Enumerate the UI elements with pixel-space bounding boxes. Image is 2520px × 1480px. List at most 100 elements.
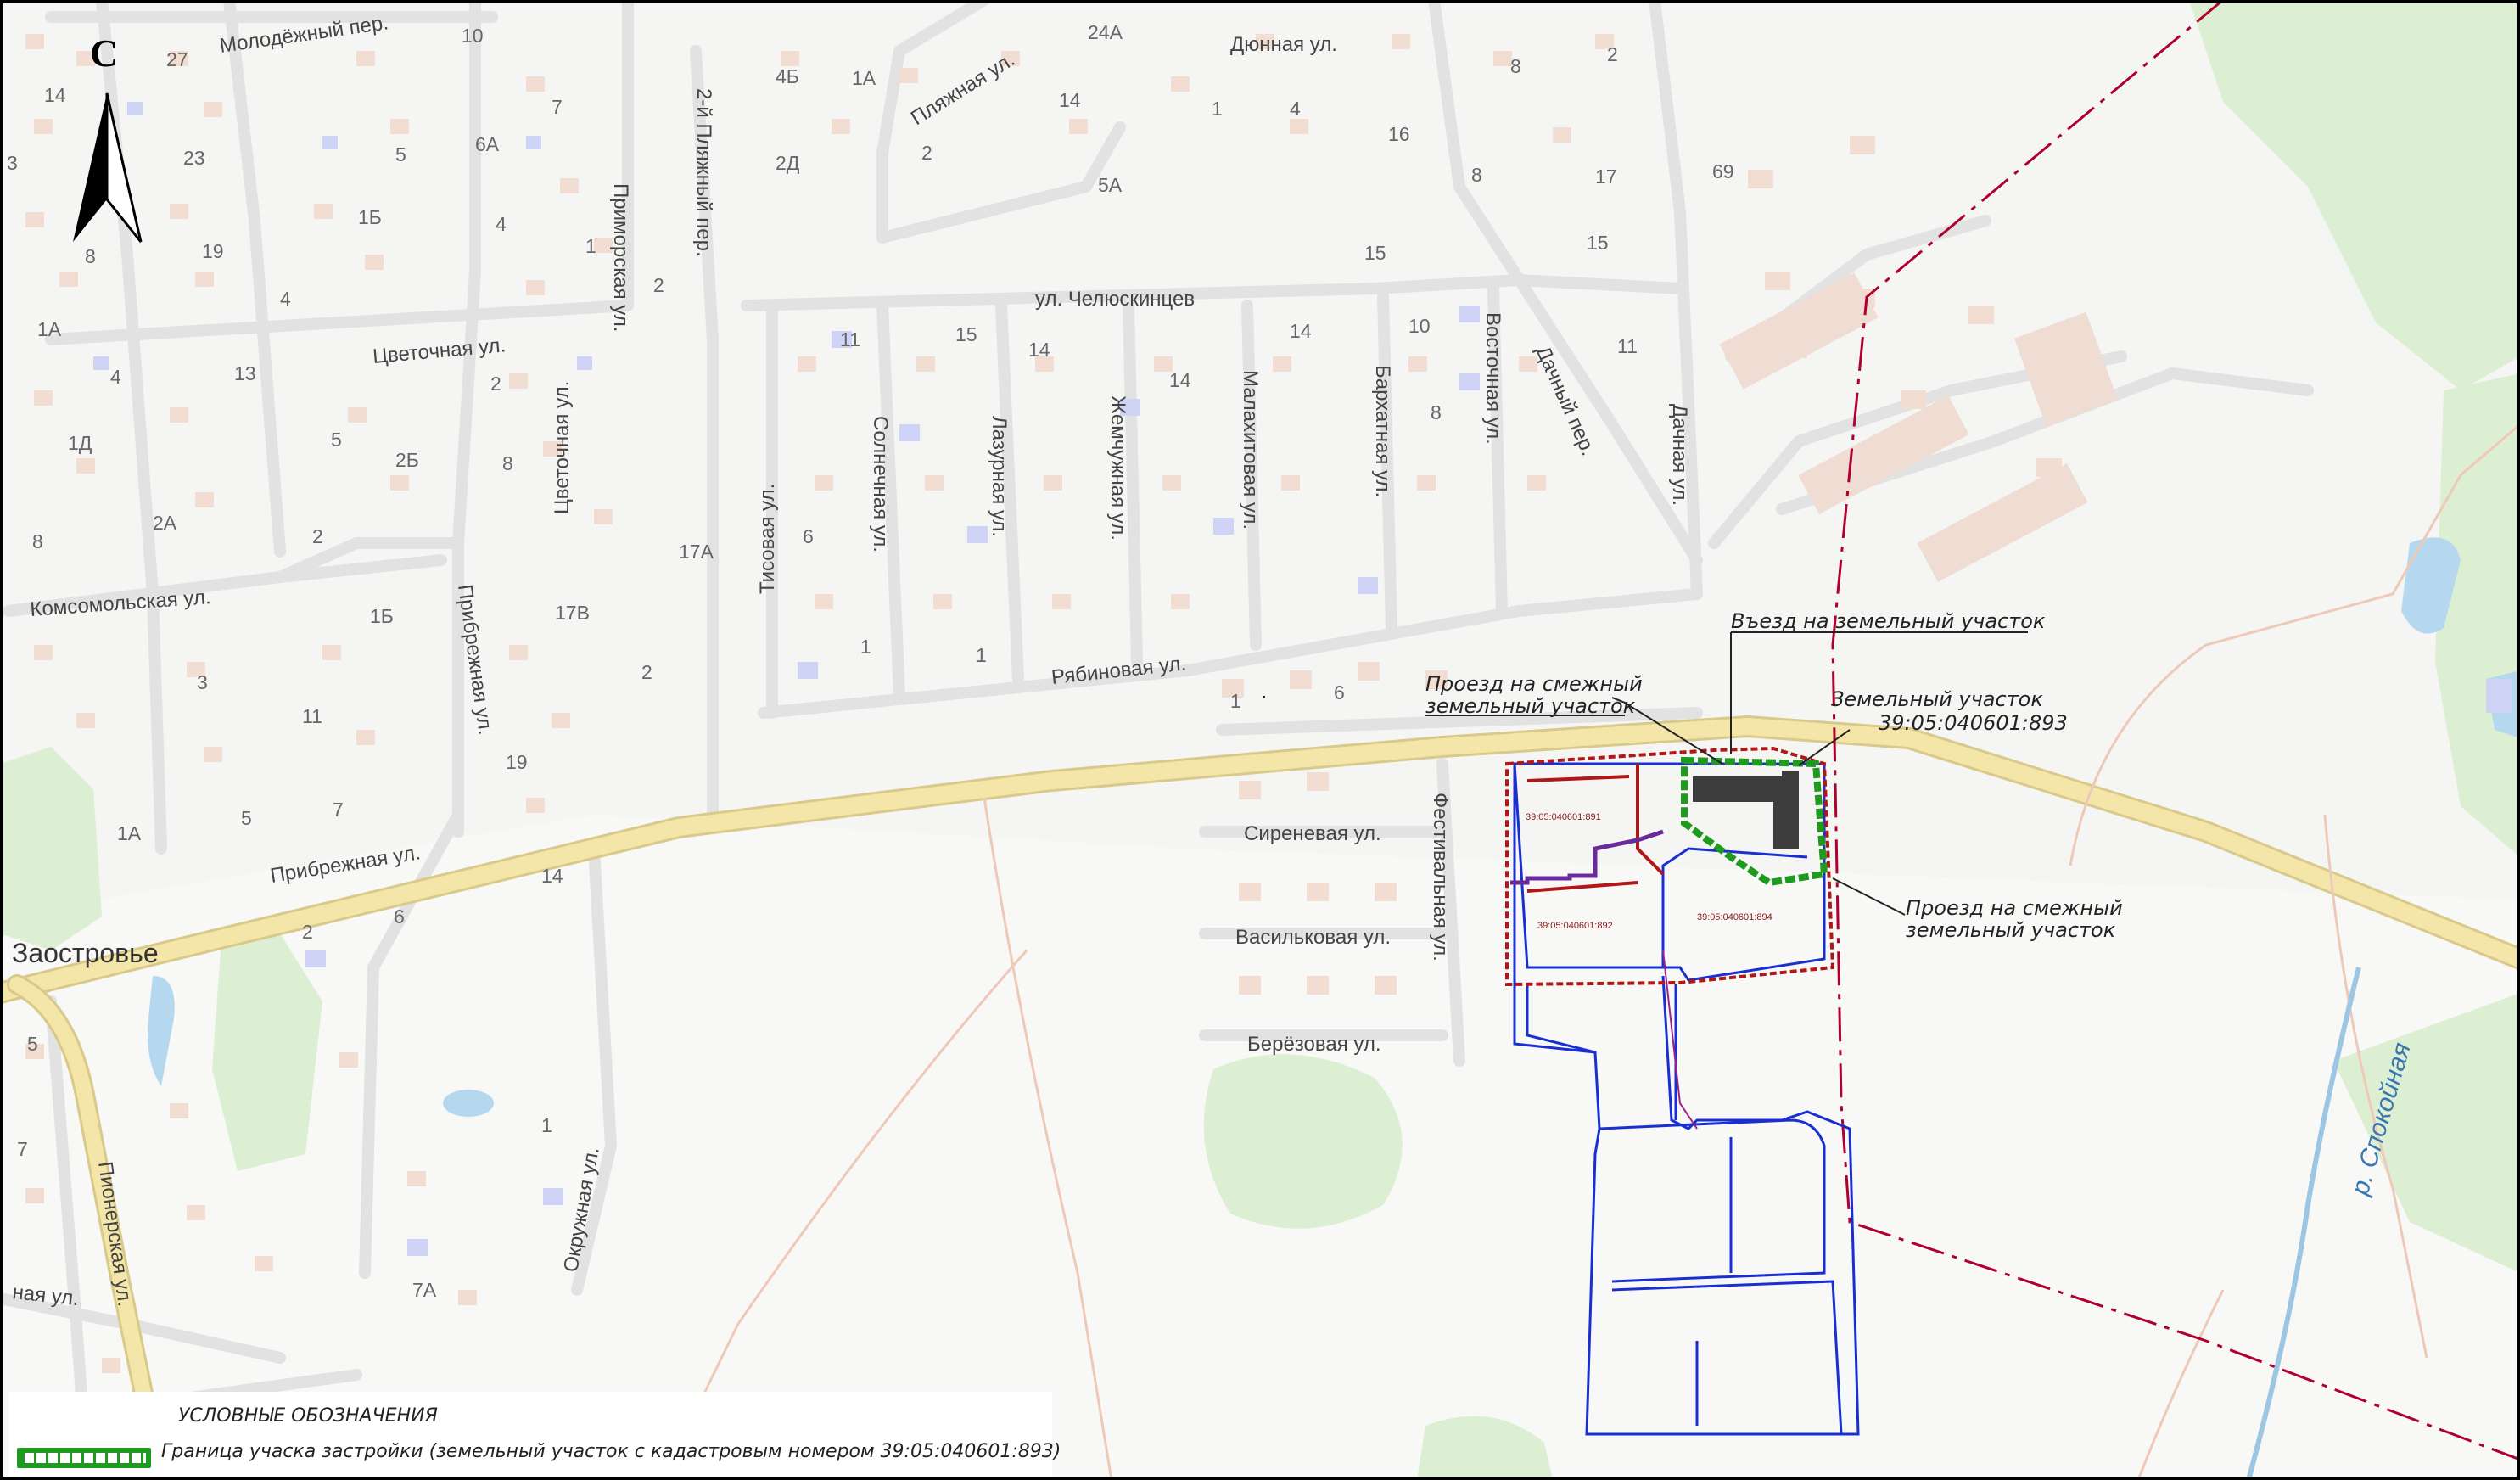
- house-number: 2Д: [776, 152, 800, 174]
- access-line: [1510, 829, 1698, 1130]
- house-number: 1: [541, 1114, 552, 1136]
- street-label: Сиреневая ул.: [1244, 822, 1381, 845]
- house-number: 14: [1290, 320, 1312, 342]
- street-label: Тисовая ул.: [756, 484, 779, 594]
- house-number: 2: [653, 274, 664, 296]
- house-number: 6: [394, 905, 405, 928]
- house-number: 1А: [852, 67, 876, 89]
- house-number: 2: [1607, 43, 1618, 65]
- house-number: 3: [197, 671, 208, 693]
- town-label: Заостровье: [12, 938, 159, 968]
- house-number: 15: [1587, 232, 1609, 254]
- house-number: 6: [1334, 681, 1345, 704]
- house-number: 7: [333, 799, 344, 821]
- house-number: 19: [202, 240, 224, 262]
- leader-lines: [1263, 631, 2028, 916]
- house-number: 14: [1028, 339, 1050, 361]
- house-number: 6А: [475, 133, 500, 155]
- planned-building: [1693, 771, 1799, 849]
- street-labels: Молодёжный пер. Приморская ул. Пляжная у…: [11, 11, 2416, 1310]
- house-number: 8: [502, 452, 513, 474]
- house-number: 8: [1431, 401, 1442, 423]
- legend-item-text: Граница учаска застройки (земельный учас…: [161, 1441, 1061, 1462]
- cadastral-891: 39:05:040601:891: [1526, 812, 1601, 822]
- house-number: 23: [183, 147, 205, 169]
- house-number: 14: [1169, 369, 1191, 391]
- house-number: 7А: [412, 1279, 437, 1301]
- house-number: 10: [1408, 315, 1431, 337]
- house-number: 2А: [153, 512, 177, 534]
- house-number: 1: [585, 235, 596, 257]
- house-number: 1А: [37, 318, 62, 340]
- passage-top-line1: Проезд на смежный: [1425, 672, 1643, 696]
- house-number: 7: [552, 96, 563, 118]
- house-number: 2: [490, 373, 501, 395]
- street-label: Дачная ул.: [1668, 404, 1691, 506]
- house-number: 1Д: [68, 432, 92, 454]
- house-number: 24А: [1088, 21, 1123, 43]
- street-label: 2-й Пляжный пер.: [692, 88, 715, 257]
- house-number: 5: [395, 143, 406, 165]
- passage-right-line2: земельный участок: [1906, 918, 2116, 942]
- house-number: 2: [921, 142, 932, 164]
- house-number: 10: [462, 25, 484, 47]
- house-number: 4: [110, 366, 121, 388]
- house-number: 1А: [117, 822, 142, 844]
- house-number: 14: [44, 84, 66, 106]
- house-number: 6: [803, 525, 814, 547]
- house-number: 1Б: [370, 605, 394, 627]
- cadastral-894: 39:05:040601:894: [1697, 912, 1772, 922]
- house-number: 1: [976, 644, 987, 666]
- house-number: 2: [312, 525, 323, 547]
- street-label: Приморская ул.: [609, 183, 632, 332]
- large-buildings: [1719, 272, 2119, 582]
- house-number: 19: [506, 751, 528, 773]
- house-number: 7: [17, 1138, 28, 1160]
- house-number: 15: [1364, 242, 1386, 264]
- plot-annotation-line1: Земельный участок: [1831, 687, 2043, 711]
- street-label: Жемчужная ул.: [1106, 395, 1129, 541]
- house-number: 5: [331, 429, 342, 451]
- house-number: 11: [302, 705, 322, 727]
- street-label: Дюнная ул.: [1230, 33, 1337, 56]
- house-number: 5: [241, 807, 252, 829]
- street-label: Васильковая ул.: [1235, 926, 1391, 949]
- house-number: 14: [541, 865, 563, 887]
- house-number: 2: [302, 921, 313, 943]
- house-number: 1: [860, 636, 871, 658]
- legend-title: УСЛОВНЫЕ ОБОЗНАЧЕНИЯ: [178, 1405, 438, 1427]
- plot-annotation-line2: 39:05:040601:893: [1879, 711, 2068, 735]
- house-number: 2Б: [395, 449, 419, 471]
- legend: УСЛОВНЫЕ ОБОЗНАЧЕНИЯ Граница учаска заст…: [8, 1392, 1061, 1477]
- street-label: Фестивальная ул.: [1429, 793, 1452, 961]
- cadastral-892: 39:05:040601:892: [1537, 921, 1613, 931]
- north-label: С: [90, 31, 118, 75]
- main-roads: [0, 715, 2520, 1480]
- house-number: 4: [496, 213, 507, 235]
- house-number: 17: [1595, 165, 1617, 188]
- house-number: 17В: [555, 602, 590, 624]
- house-number: 4Б: [776, 65, 799, 87]
- plot-red-boundaries: [1505, 746, 1835, 987]
- passage-right-line1: Проезд на смежный: [1906, 896, 2123, 920]
- house-number: 11: [840, 328, 860, 350]
- street-label: Лазурная ул.: [988, 416, 1011, 537]
- street-label: Цветочная ул.: [551, 381, 574, 514]
- legend-green-boundary-symbol: [17, 1448, 151, 1468]
- house-number: 17А: [679, 541, 714, 563]
- north-arrow: С: [73, 31, 143, 243]
- house-number: 8: [1510, 55, 1521, 77]
- house-number: 4: [1290, 98, 1301, 120]
- annotations: Въезд на земельный участок Проезд на сме…: [1425, 609, 2123, 942]
- house-number: 27: [166, 48, 188, 70]
- entry-annotation: Въезд на земельный участок: [1731, 609, 2046, 633]
- building-plot-boundary[interactable]: [1681, 756, 1828, 887]
- passage-top-line2: земельный участок: [1425, 694, 1636, 718]
- street-label: Берёзовая ул.: [1247, 1033, 1381, 1056]
- house-number: 1: [1230, 690, 1241, 712]
- house-number: 8: [85, 245, 96, 267]
- house-numbers: 27 14 23 3 8 19 4 1А 4 13 1Д 5 2А 2 8 10…: [7, 21, 1734, 1301]
